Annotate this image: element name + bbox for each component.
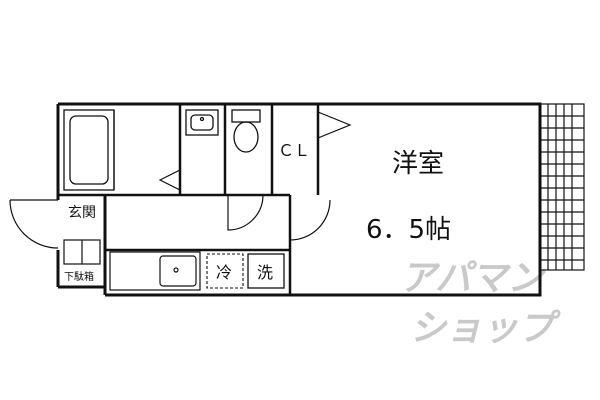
shoe-cabinet-label: 下駄箱 [64, 270, 94, 283]
watermark-line2: ショップ [410, 308, 561, 349]
closet-label: ＣＬ [278, 141, 310, 160]
apaman-shop-watermark: アパマン ショップ [400, 258, 561, 349]
door-swings [9, 111, 352, 249]
interior-walls [58, 104, 320, 295]
balcony [539, 103, 585, 271]
washbasin-icon [185, 109, 219, 136]
toilet-icon [231, 109, 261, 153]
shoe-cabinet-icon [63, 239, 101, 265]
western-room-name: 洋室 [392, 149, 444, 179]
washer-label: 洗 [257, 263, 273, 282]
fridge-label: 冷 [216, 263, 232, 282]
bathtub-icon [63, 109, 115, 191]
washer-space [247, 253, 285, 289]
kitchen-counter [109, 251, 201, 291]
western-room-size: 6．5帖 [366, 215, 451, 245]
watermark-line1: アパマン [400, 258, 546, 299]
fridge-space [206, 253, 244, 289]
entrance-label: 玄関 [68, 204, 96, 221]
